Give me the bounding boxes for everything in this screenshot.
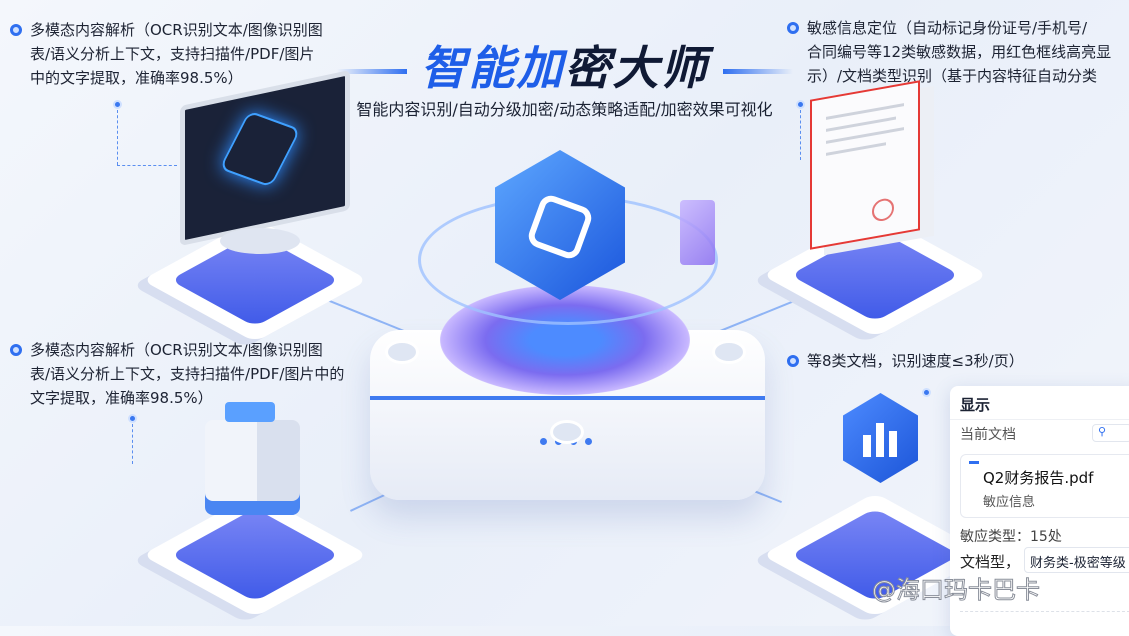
callout-top-right: 敏感信息定位（自动标记身份证号/手机号/合同编号等12类敏感数据，用红色框线高亮… bbox=[785, 16, 1111, 88]
callout-line: 等8类文档，识别速度≤3秒/页） bbox=[807, 352, 1024, 370]
callout-line: 表/语义分析上下文，支持扫描件/PDF/图片 bbox=[30, 45, 315, 63]
page-subtitle: 智能内容识别/自动分级加密/动态策略适配/加密效果可视化 bbox=[356, 100, 773, 119]
page-title: 智能加密大师 bbox=[0, 32, 1129, 98]
bullet-icon bbox=[10, 344, 22, 356]
leader-node bbox=[113, 100, 122, 109]
seal-stamp-icon bbox=[872, 196, 894, 223]
file-subtitle: 敏应信息 bbox=[983, 495, 1036, 510]
callout-line: 文字提取，准确率98.5%） bbox=[30, 389, 213, 407]
document-panel: 显示 当前文档 ⚲ Q2财务报告.pdf 敏应信息 敏应类型：15处 文档型， … bbox=[950, 386, 1129, 636]
floating-panel bbox=[680, 200, 715, 265]
server-cube-icon bbox=[205, 420, 300, 515]
callout-line: 多模态内容解析（OCR识别文本/图像识别图 bbox=[30, 21, 323, 39]
document-card[interactable]: Q2财务报告.pdf 敏应信息 bbox=[960, 454, 1129, 518]
leader-node bbox=[922, 388, 931, 397]
search-icon[interactable]: ⚲ bbox=[1092, 424, 1129, 442]
lock-glyph-icon bbox=[525, 192, 595, 262]
leader-line bbox=[117, 165, 177, 166]
callout-line: 示）/文档类型识别（基于内容特征自动分类 bbox=[807, 67, 1098, 85]
bullet-icon bbox=[10, 24, 22, 36]
bullet-icon bbox=[787, 22, 799, 34]
title-decoration-right bbox=[722, 69, 793, 74]
server-top bbox=[225, 402, 275, 422]
title-decoration-left bbox=[336, 69, 407, 74]
file-name: Q2财务报告.pdf bbox=[983, 469, 1094, 487]
highlighted-document-icon bbox=[810, 80, 920, 250]
monitor-stand bbox=[220, 228, 300, 254]
leader-line bbox=[132, 424, 133, 464]
callout-line: 表/语义分析上下文，支持扫描件/PDF/图片中的 bbox=[30, 365, 345, 383]
callout-top-left: 多模态内容解析（OCR识别文本/图像识别图表/语义分析上下文，支持扫描件/PDF… bbox=[8, 18, 323, 90]
doctype-label: 文档型， bbox=[960, 553, 1021, 571]
leader-line bbox=[800, 110, 801, 160]
callout-line: 中的文字提取，准确率98.5%） bbox=[30, 69, 243, 87]
callout-line: 合同编号等12类敏感数据，用红色框线高亮显 bbox=[807, 43, 1112, 61]
title-highlight: 智能加 bbox=[420, 41, 565, 95]
sensitive-count: 敏应类型：15处 bbox=[960, 529, 1062, 545]
panel-header: 显示 bbox=[960, 396, 991, 414]
bullet-icon bbox=[787, 355, 799, 367]
callout-bottom-left: 多模态内容解析（OCR识别文本/图像识别图表/语义分析上下文，支持扫描件/PDF… bbox=[8, 338, 344, 410]
callout-line: 敏感信息定位（自动标记身份证号/手机号/ bbox=[807, 19, 1088, 37]
callout-bottom-right: 等8类文档，识别速度≤3秒/页） bbox=[785, 349, 1024, 373]
panel-section-label: 当前文档 bbox=[960, 427, 1016, 443]
doctype-select[interactable]: 财务类-极密等级 bbox=[1024, 547, 1129, 573]
knob bbox=[550, 420, 584, 444]
shield-hologram-icon bbox=[219, 110, 301, 188]
chart-hex-icon bbox=[843, 393, 918, 483]
leader-node bbox=[128, 414, 137, 423]
leader-line bbox=[117, 110, 118, 165]
title-rest: 密大师 bbox=[564, 41, 709, 95]
encryption-shield-icon bbox=[495, 150, 625, 300]
knob bbox=[712, 340, 746, 364]
knob bbox=[385, 340, 419, 364]
watermark: @海口玛卡巴卡 bbox=[872, 576, 1041, 605]
callout-line: 多模态内容解析（OCR识别文本/图像识别图 bbox=[30, 341, 323, 359]
leader-node bbox=[796, 100, 805, 109]
